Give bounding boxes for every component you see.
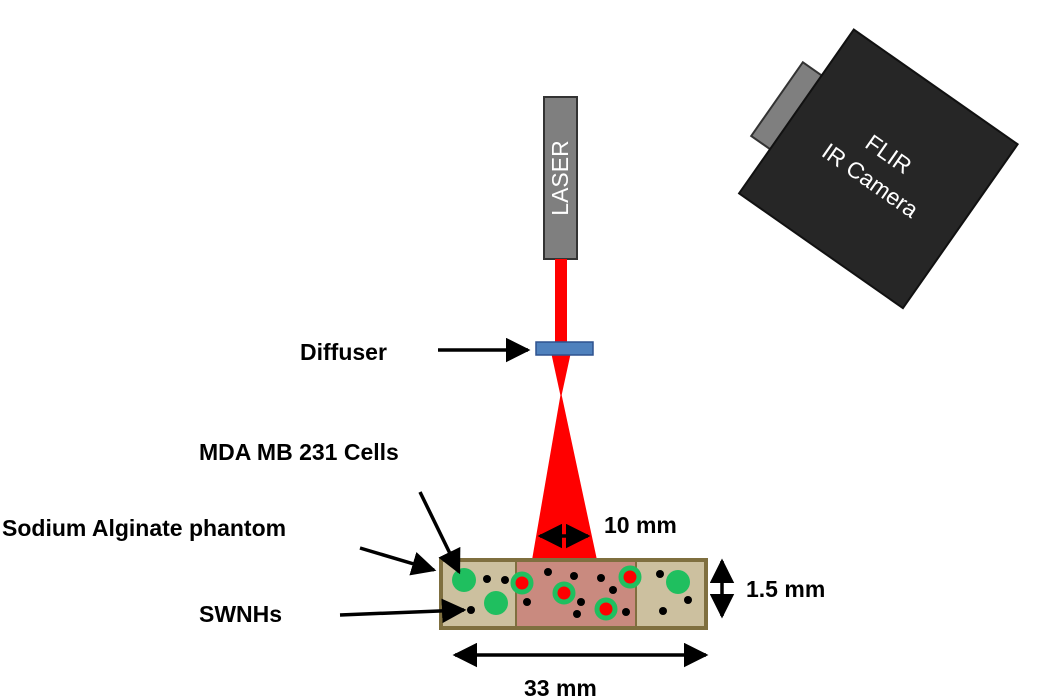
swnh — [597, 574, 605, 582]
swnh — [659, 607, 667, 615]
swnh — [573, 610, 581, 618]
cell — [484, 591, 508, 615]
swnh — [570, 572, 578, 580]
cells-pointer-arrow — [418, 491, 461, 575]
swnhs-pointer-arrow — [339, 598, 467, 624]
cell-with-swnh — [510, 571, 534, 595]
swnh — [622, 608, 630, 616]
beam-width-label: 10 mm — [604, 512, 677, 538]
length-label: 33 mm — [524, 675, 597, 699]
phantom-left-section — [441, 560, 516, 628]
swnh — [609, 586, 617, 594]
cell-with-swnh — [618, 565, 642, 589]
swnh — [483, 575, 491, 583]
cell-with-swnh — [594, 597, 618, 621]
cell — [452, 568, 476, 592]
swnh — [467, 606, 475, 614]
swnh — [684, 596, 692, 604]
phantom-pointer-arrow — [359, 546, 437, 576]
phantom-right-section — [636, 560, 706, 628]
ir-camera: FLIR IR Camera — [737, 28, 1020, 310]
laser-beam — [555, 259, 567, 343]
cell-with-swnh — [552, 581, 576, 605]
thickness-label: 1.5 mm — [746, 576, 825, 602]
diffuser — [535, 341, 594, 356]
diffuser-label: Diffuser — [300, 339, 387, 365]
laser-label: LASER — [547, 140, 573, 215]
swnh — [544, 568, 552, 576]
swnh — [523, 598, 531, 606]
swnh — [501, 576, 509, 584]
cells-label: MDA MB 231 Cells — [199, 439, 399, 465]
camera-body — [737, 28, 1020, 310]
laser: LASER — [543, 96, 578, 260]
diffused-beam — [551, 352, 571, 398]
phantom-border — [439, 558, 708, 630]
cell — [666, 570, 690, 594]
swnhs-label: SWNHs — [199, 601, 282, 627]
phantom — [439, 558, 708, 630]
swnh — [656, 570, 664, 578]
phantom-label: Sodium Alginate phantom — [2, 515, 286, 541]
diffused-beam-cone — [532, 392, 597, 560]
swnh — [577, 598, 585, 606]
